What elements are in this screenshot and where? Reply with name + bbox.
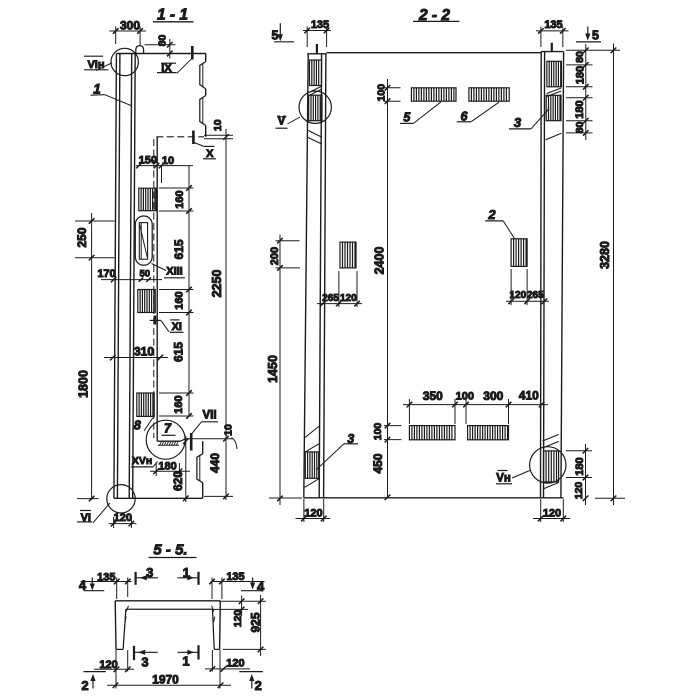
svg-text:VII: VII (202, 409, 216, 421)
svg-text:265: 265 (527, 290, 544, 301)
svg-text:120: 120 (232, 610, 244, 628)
svg-text:10: 10 (162, 155, 174, 167)
svg-text:50: 50 (140, 269, 151, 280)
svg-text:120: 120 (114, 512, 132, 524)
svg-text:2400: 2400 (373, 247, 387, 275)
svg-text:1: 1 (93, 81, 101, 96)
svg-text:265: 265 (322, 293, 339, 304)
svg-text:4: 4 (79, 578, 87, 593)
svg-text:120: 120 (543, 508, 561, 520)
svg-text:2: 2 (487, 207, 496, 222)
svg-text:120: 120 (304, 508, 322, 520)
svg-text:180: 180 (574, 457, 586, 475)
svg-text:250: 250 (75, 227, 89, 247)
svg-text:300: 300 (483, 389, 503, 403)
svg-text:XVн: XVн (132, 455, 152, 467)
svg-text:5: 5 (272, 29, 279, 43)
svg-text:135: 135 (311, 19, 329, 31)
svg-text:V: V (278, 116, 286, 128)
svg-text:1450: 1450 (266, 355, 280, 383)
svg-text:5: 5 (403, 111, 411, 125)
svg-text:120: 120 (573, 482, 585, 500)
svg-text:1: 1 (182, 653, 189, 668)
svg-text:3: 3 (146, 565, 153, 580)
svg-text:160: 160 (174, 291, 186, 309)
svg-text:2 - 2: 2 - 2 (418, 7, 450, 24)
svg-text:135: 135 (226, 571, 244, 583)
svg-text:Vн: Vн (496, 473, 511, 485)
svg-text:440: 440 (208, 453, 222, 473)
svg-text:135: 135 (544, 19, 562, 31)
svg-text:1 - 1: 1 - 1 (157, 7, 188, 24)
svg-text:80: 80 (574, 51, 586, 63)
svg-text:135: 135 (97, 571, 115, 583)
svg-text:XIII: XIII (166, 265, 183, 277)
svg-text:300: 300 (120, 19, 140, 33)
svg-text:120: 120 (340, 293, 357, 304)
svg-text:VI: VI (81, 512, 91, 524)
svg-text:310: 310 (134, 344, 154, 358)
svg-text:1800: 1800 (77, 370, 91, 398)
svg-text:450: 450 (371, 453, 385, 473)
svg-text:80: 80 (157, 35, 169, 47)
svg-text:5: 5 (592, 29, 599, 43)
svg-text:2: 2 (81, 678, 88, 693)
svg-text:6: 6 (461, 109, 469, 123)
svg-text:10: 10 (212, 119, 224, 131)
svg-text:620: 620 (171, 471, 185, 491)
svg-text:8: 8 (134, 419, 141, 433)
svg-text:2: 2 (255, 678, 262, 693)
svg-text:100: 100 (376, 84, 388, 102)
svg-text:180: 180 (574, 100, 586, 118)
svg-text:160: 160 (174, 190, 186, 208)
svg-text:180: 180 (158, 461, 176, 473)
svg-text:160: 160 (173, 395, 185, 413)
svg-text:615: 615 (172, 239, 186, 259)
svg-text:10: 10 (223, 424, 235, 436)
svg-text:4: 4 (257, 579, 265, 594)
svg-text:3: 3 (514, 115, 522, 130)
svg-text:120: 120 (99, 659, 117, 671)
svg-text:410: 410 (519, 389, 539, 403)
svg-text:XI: XI (172, 321, 182, 333)
svg-text:120: 120 (509, 290, 526, 301)
svg-text:350: 350 (423, 389, 443, 403)
svg-text:925: 925 (249, 612, 263, 632)
svg-text:80: 80 (574, 122, 586, 134)
svg-text:180: 180 (574, 66, 586, 84)
svg-text:X: X (206, 148, 214, 160)
svg-text:2250: 2250 (210, 270, 224, 298)
svg-text:1970: 1970 (152, 673, 179, 687)
svg-text:1: 1 (183, 565, 190, 580)
svg-text:IX: IX (161, 62, 172, 74)
svg-text:3: 3 (347, 432, 354, 446)
svg-text:100: 100 (372, 423, 384, 441)
svg-text:3280: 3280 (598, 241, 612, 269)
svg-text:3: 3 (141, 654, 148, 669)
svg-text:VIн: VIн (87, 59, 104, 71)
svg-text:7: 7 (164, 421, 172, 435)
svg-text:5 - 5.: 5 - 5. (153, 542, 187, 559)
svg-text:615: 615 (172, 342, 186, 362)
svg-text:200: 200 (269, 247, 281, 265)
svg-text:170: 170 (97, 268, 115, 280)
svg-text:150: 150 (139, 154, 157, 166)
svg-text:120: 120 (226, 658, 244, 670)
svg-text:100: 100 (456, 391, 474, 403)
